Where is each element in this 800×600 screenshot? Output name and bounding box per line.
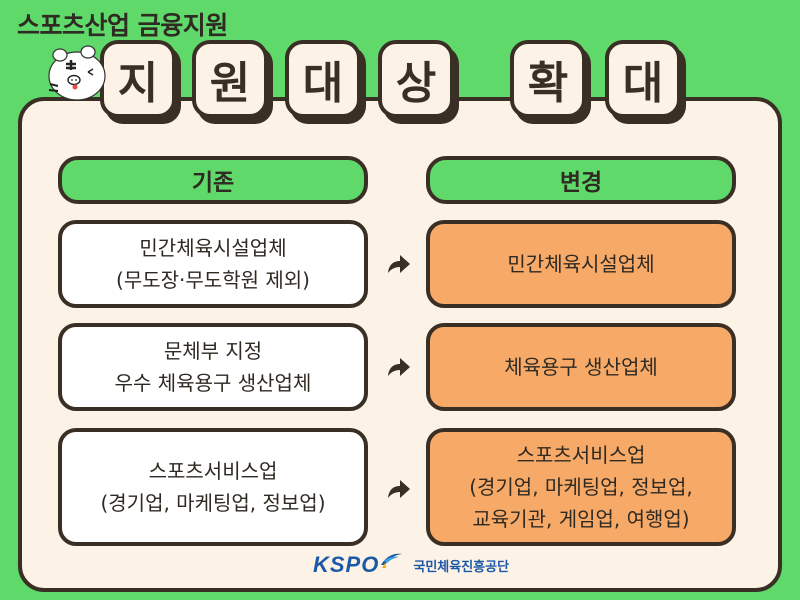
org-name: 국민체육진흥공단 xyxy=(413,559,510,575)
page-subtitle: 스포츠산업 금융지원 xyxy=(17,11,228,40)
title-tile: 확 xyxy=(510,40,586,118)
kspo-swoosh-icon xyxy=(381,553,403,568)
before-item-line: 우수 체육용구 생산업체 xyxy=(114,371,312,395)
after-item-1: 민간체육시설업체 xyxy=(426,220,736,308)
after-item-line: (경기업, 마케팅업, 정보업, xyxy=(469,475,693,499)
after-item-line: 민간체육시설업체 xyxy=(507,252,655,276)
before-item-line: (무도장·무도학원 제외) xyxy=(116,268,310,292)
column-header-before: 기존 xyxy=(58,156,368,204)
kspo-logo: KSPO 국민체육진흥공단 xyxy=(313,552,509,578)
curved-forward-arrow-icon xyxy=(388,358,410,376)
before-item-line: 스포츠서비스업 xyxy=(148,459,278,483)
title-tile: 상 xyxy=(378,40,454,118)
before-item-3: 스포츠서비스업 (경기업, 마케팅업, 정보업) xyxy=(58,428,368,546)
before-item-line: 민간체육시설업체 xyxy=(139,236,287,260)
title-tile: 원 xyxy=(192,40,268,118)
kspo-logo-text: KSPO xyxy=(313,552,380,577)
before-item-2: 문체부 지정 우수 체육용구 생산업체 xyxy=(58,323,368,411)
after-item-line: 체육용구 생산업체 xyxy=(504,355,658,379)
after-item-line: 교육기관, 게임업, 여행업) xyxy=(472,507,690,531)
after-item-3: 스포츠서비스업 (경기업, 마케팅업, 정보업, 교육기관, 게임업, 여행업) xyxy=(426,428,736,546)
curved-forward-arrow-icon xyxy=(388,480,410,498)
after-item-2: 체육용구 생산업체 xyxy=(426,323,736,411)
white-tiger-mascot-icon xyxy=(48,45,106,101)
before-item-line: 문체부 지정 xyxy=(163,339,263,363)
title-tile: 대 xyxy=(285,40,361,118)
column-header-after: 변경 xyxy=(426,156,736,204)
before-item-line: (경기업, 마케팅업, 정보업) xyxy=(100,491,326,515)
title-tile: 지 xyxy=(100,40,176,118)
after-item-line: 스포츠서비스업 xyxy=(516,443,646,467)
curved-forward-arrow-icon xyxy=(388,255,410,273)
before-item-1: 민간체육시설업체 (무도장·무도학원 제외) xyxy=(58,220,368,308)
title-tile: 대 xyxy=(605,40,681,118)
